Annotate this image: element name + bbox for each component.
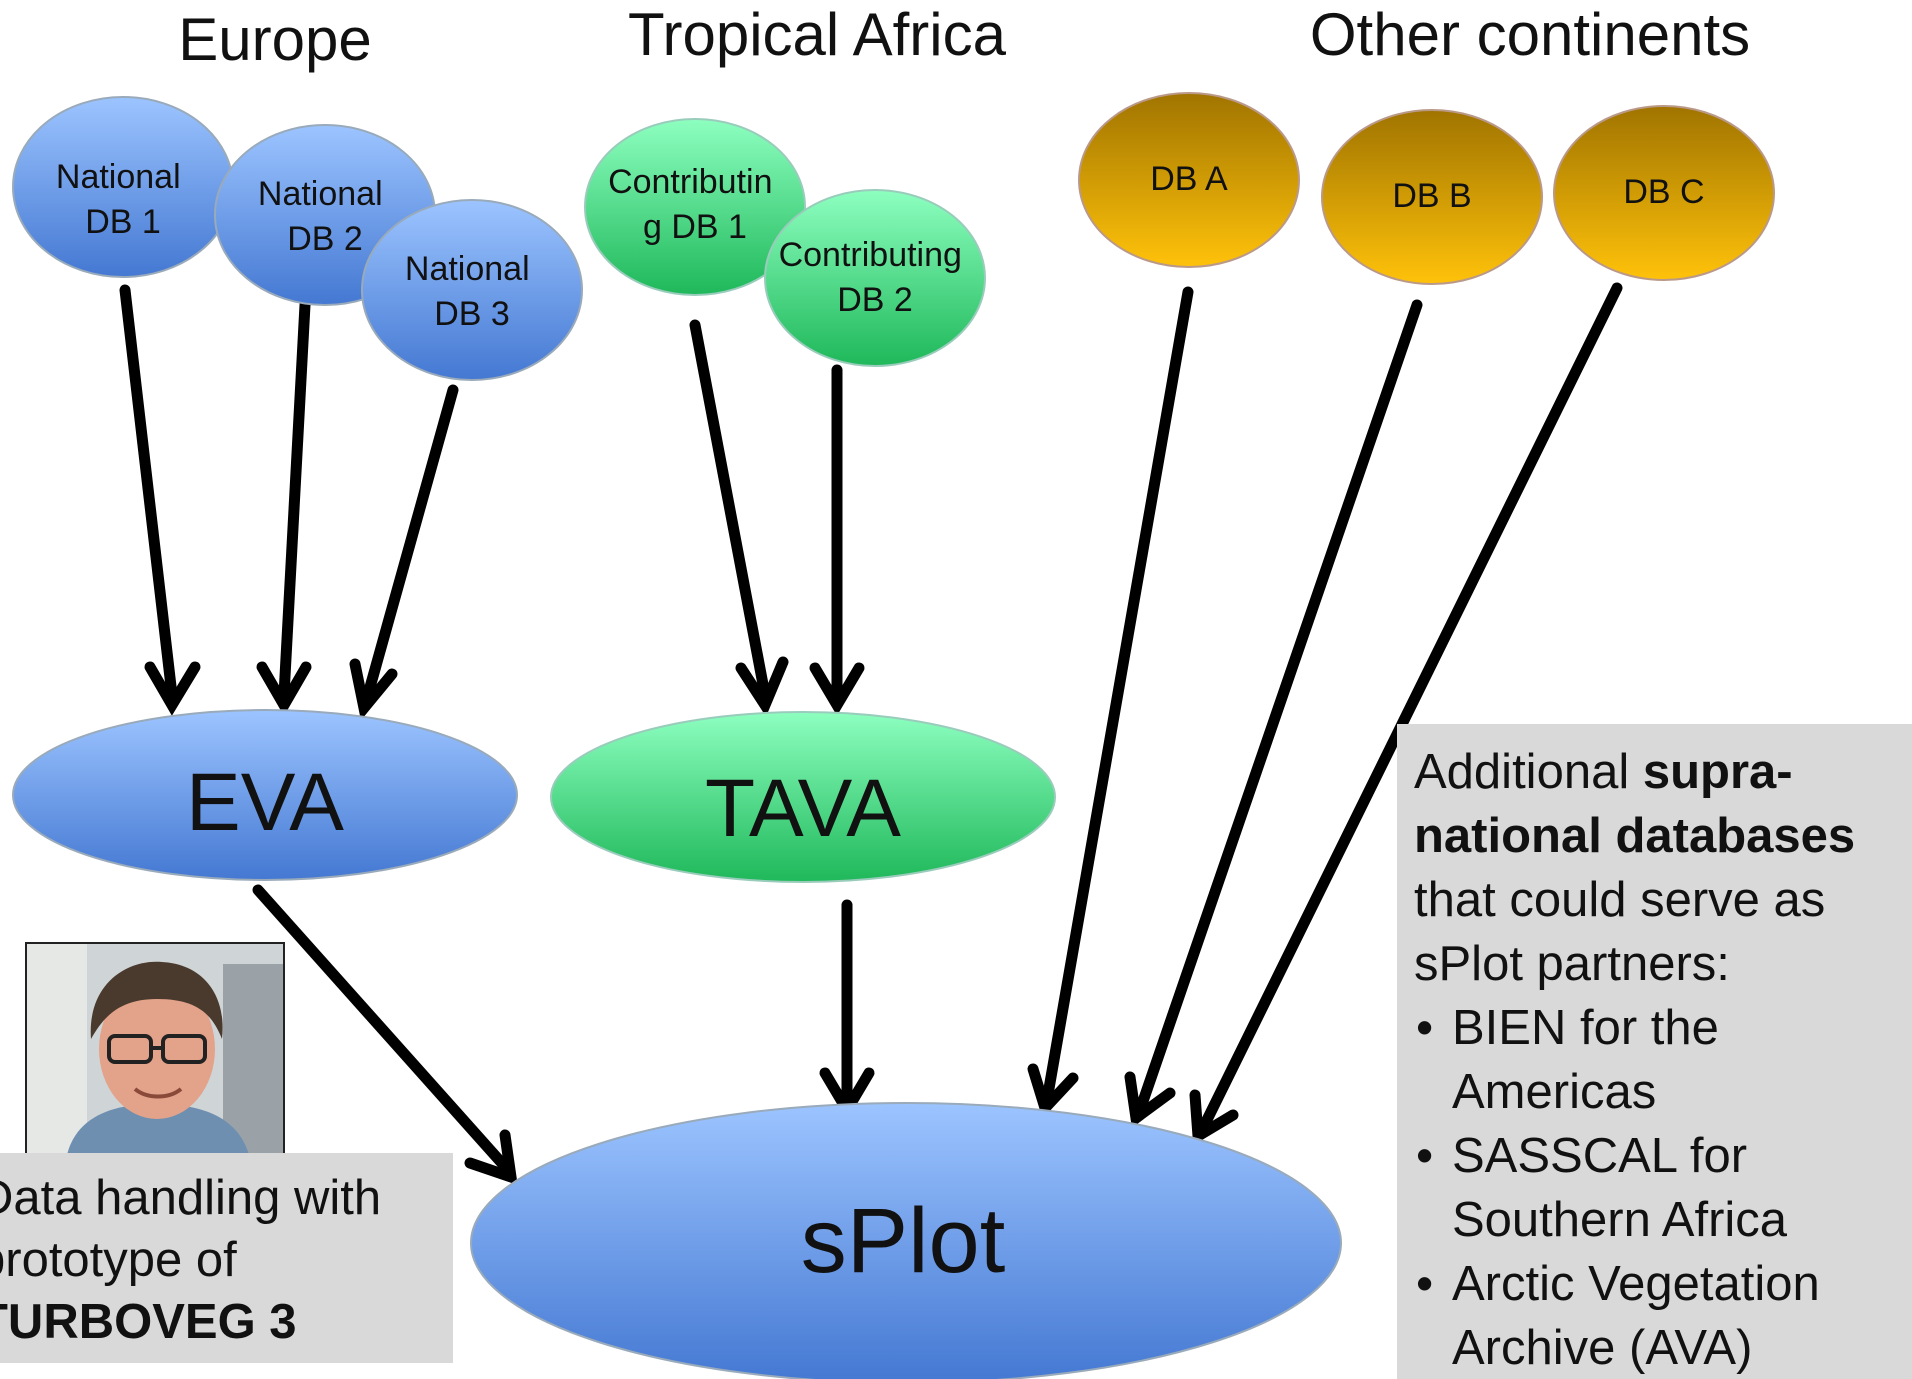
node-db-c: DB C [1553,105,1775,281]
contributing-db-2-line2: DB 2 [837,281,913,319]
db-c-label: DB C [1623,173,1704,211]
db-b-label: DB B [1392,177,1471,215]
partner-item-ava: Arctic Vegetation Archive (AVA) [1414,1252,1912,1379]
arrow-national-db2-to-eva [256,299,312,716]
db-a-label: DB A [1150,160,1228,198]
contributing-db-1-line2: g DB 1 [643,208,747,246]
svg-text:Contributing DB 2: Contributing DB 2 [779,236,972,319]
node-eva: EVA [12,709,518,881]
arrow-contributing-db2-to-tava [809,364,865,716]
arrow-national-db1-to-eva [119,284,201,716]
partner-list: BIEN for the Americas SASSCAL for Southe… [1414,996,1912,1379]
svg-text:National DB 2: National DB 2 [258,175,392,258]
partner-item-sasscal: SASSCAL for Southern Africa [1414,1124,1912,1252]
node-contributing-db-2: Contributing DB 2 [764,189,986,367]
note-right-intro-plain: Additional [1414,745,1643,799]
region-tropical-africa: Tropical Africa [628,1,1007,68]
arrow-contributing-db1-to-tava [689,319,789,717]
tava-label: TAVA [705,763,901,854]
portrait-illustration [27,944,283,1155]
arrow-db-b-to-splot [1124,299,1423,1128]
eva-label: EVA [186,757,344,848]
svg-text:Contributin g DB 1: Contributin g DB 1 [608,163,782,246]
note-turboveg: Data handling with prototype of TURBOVEG… [0,1153,453,1363]
node-national-db-3: National DB 3 [361,199,583,381]
portrait-photo [25,942,285,1157]
node-db-a: DB A [1078,92,1300,268]
node-national-db-1: National DB 1 [12,96,234,278]
national-db-3-line1: National [405,250,530,288]
arrow-eva-to-splot [252,884,518,1186]
arrow-tava-to-splot [819,899,875,1121]
node-splot: sPlot [470,1102,1342,1379]
arrow-national-db3-to-eva [349,384,459,721]
partner-item-bien: BIEN for the Americas [1414,996,1912,1124]
national-db-2-line2: DB 2 [287,220,363,258]
region-other-continents: Other continents [1310,1,1750,68]
arrow-db-c-to-splot [1189,282,1623,1146]
region-europe: Europe [178,6,371,73]
arrow-db-a-to-splot [1027,286,1194,1119]
national-db-2-line1: National [258,175,383,213]
node-db-b: DB B [1321,109,1543,285]
note-left-line-3: TURBOVEG 3 [0,1295,297,1349]
national-db-3-line2: DB 3 [434,295,510,333]
note-right-intro-bold: supra-national databases [1414,745,1856,863]
node-tava: TAVA [550,711,1056,883]
svg-text:National DB 1: National DB 1 [56,158,190,241]
note-additional-databases: Additional supra-national databases that… [1397,724,1912,1379]
contributing-db-2-line1: Contributing [779,236,962,274]
splot-label: sPlot [801,1190,1006,1292]
note-right-intro: Additional supra-national databases that… [1414,740,1912,996]
contributing-db-1-line1: Contributin [608,163,772,201]
svg-text:National DB 3: National DB 3 [405,250,539,333]
note-left-line-2: prototype of [0,1233,237,1287]
note-right-intro-rest: that could serve as sPlot partners: [1414,873,1826,991]
national-db-1-line2: DB 1 [85,203,161,241]
national-db-1-line1: National [56,158,181,196]
note-left-line-1: Data handling with [0,1171,382,1225]
node-contributing-db-1: Contributin g DB 1 [584,118,806,296]
arrows [119,282,1623,1186]
